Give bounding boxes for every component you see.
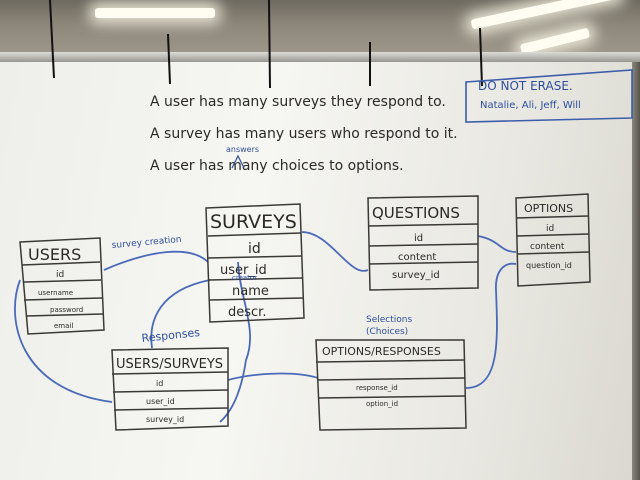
options-field-question-id: question_id: [526, 261, 572, 270]
options-field-content: content: [530, 242, 565, 252]
users-field-password: password: [50, 306, 83, 314]
surveys-field-id: id: [248, 241, 261, 257]
options-field-id: id: [546, 224, 554, 234]
questions-field-id: id: [414, 233, 423, 244]
questions-field-survey-id: survey_id: [392, 270, 440, 281]
ceiling: [0, 0, 640, 62]
users-surveys-table-title: USERS/SURVEYS: [116, 357, 223, 372]
sentence-1: A user has many surveys they respond to.: [150, 94, 446, 110]
do-not-erase-names: Natalie, Ali, Jeff, Will: [480, 100, 581, 111]
choices-label: (Choices): [366, 327, 408, 337]
questions-field-content: content: [398, 252, 436, 263]
users-surveys-field-survey-id: survey_id: [146, 415, 184, 424]
options-table-title: OPTIONS: [524, 202, 573, 215]
selections-label: Selections: [366, 315, 412, 325]
relation-label: survey creation: [111, 235, 181, 251]
ceiling-light: [95, 8, 215, 18]
questions-table: [367, 195, 479, 291]
users-field-id: id: [56, 270, 64, 280]
whiteboard-edge: [632, 62, 640, 480]
options-responses-table-title: OPTIONS/RESPONSES: [322, 345, 441, 358]
options-table: [515, 193, 591, 287]
surveys-field-name: name: [232, 284, 269, 299]
questions-table-title: QUESTIONS: [372, 204, 460, 222]
options-responses-table: [315, 339, 467, 431]
surveys-user-id-note: creator: [232, 274, 257, 282]
surveys-field-descr: descr.: [228, 305, 266, 320]
surveys-table: [205, 203, 305, 323]
users-field-email: email: [54, 322, 73, 330]
do-not-erase-note: DO NOT ERASE. Natalie, Ali, Jeff, Will: [465, 69, 633, 123]
users-surveys-field-user-id: user_id: [146, 397, 175, 406]
options-responses-field-response-id: response_id: [356, 384, 398, 392]
users-table: [19, 237, 105, 335]
whiteboard: [0, 62, 632, 480]
do-not-erase-title: DO NOT ERASE.: [478, 79, 573, 93]
rail-cords: [49, 0, 483, 89]
notes: A user has many surveys they respond to.…: [150, 94, 458, 174]
relationship-lines: [14, 231, 517, 423]
surveys-table-title: SURVEYS: [210, 211, 297, 233]
users-field-username: username: [38, 289, 73, 297]
options-responses-field-option-id: option_id: [366, 400, 398, 408]
users-surveys-table: [111, 347, 229, 431]
caret-insert-text: answers: [226, 145, 259, 154]
surveys-field-user-id: user_id: [220, 263, 267, 278]
users-table-title: USERS: [28, 245, 81, 264]
sentence-3: A user has many choices to options.: [150, 158, 404, 174]
users-surveys-field-id: id: [156, 379, 163, 388]
responses-label: Responses: [141, 326, 201, 345]
sentence-2: A survey has many users who respond to i…: [150, 126, 458, 142]
